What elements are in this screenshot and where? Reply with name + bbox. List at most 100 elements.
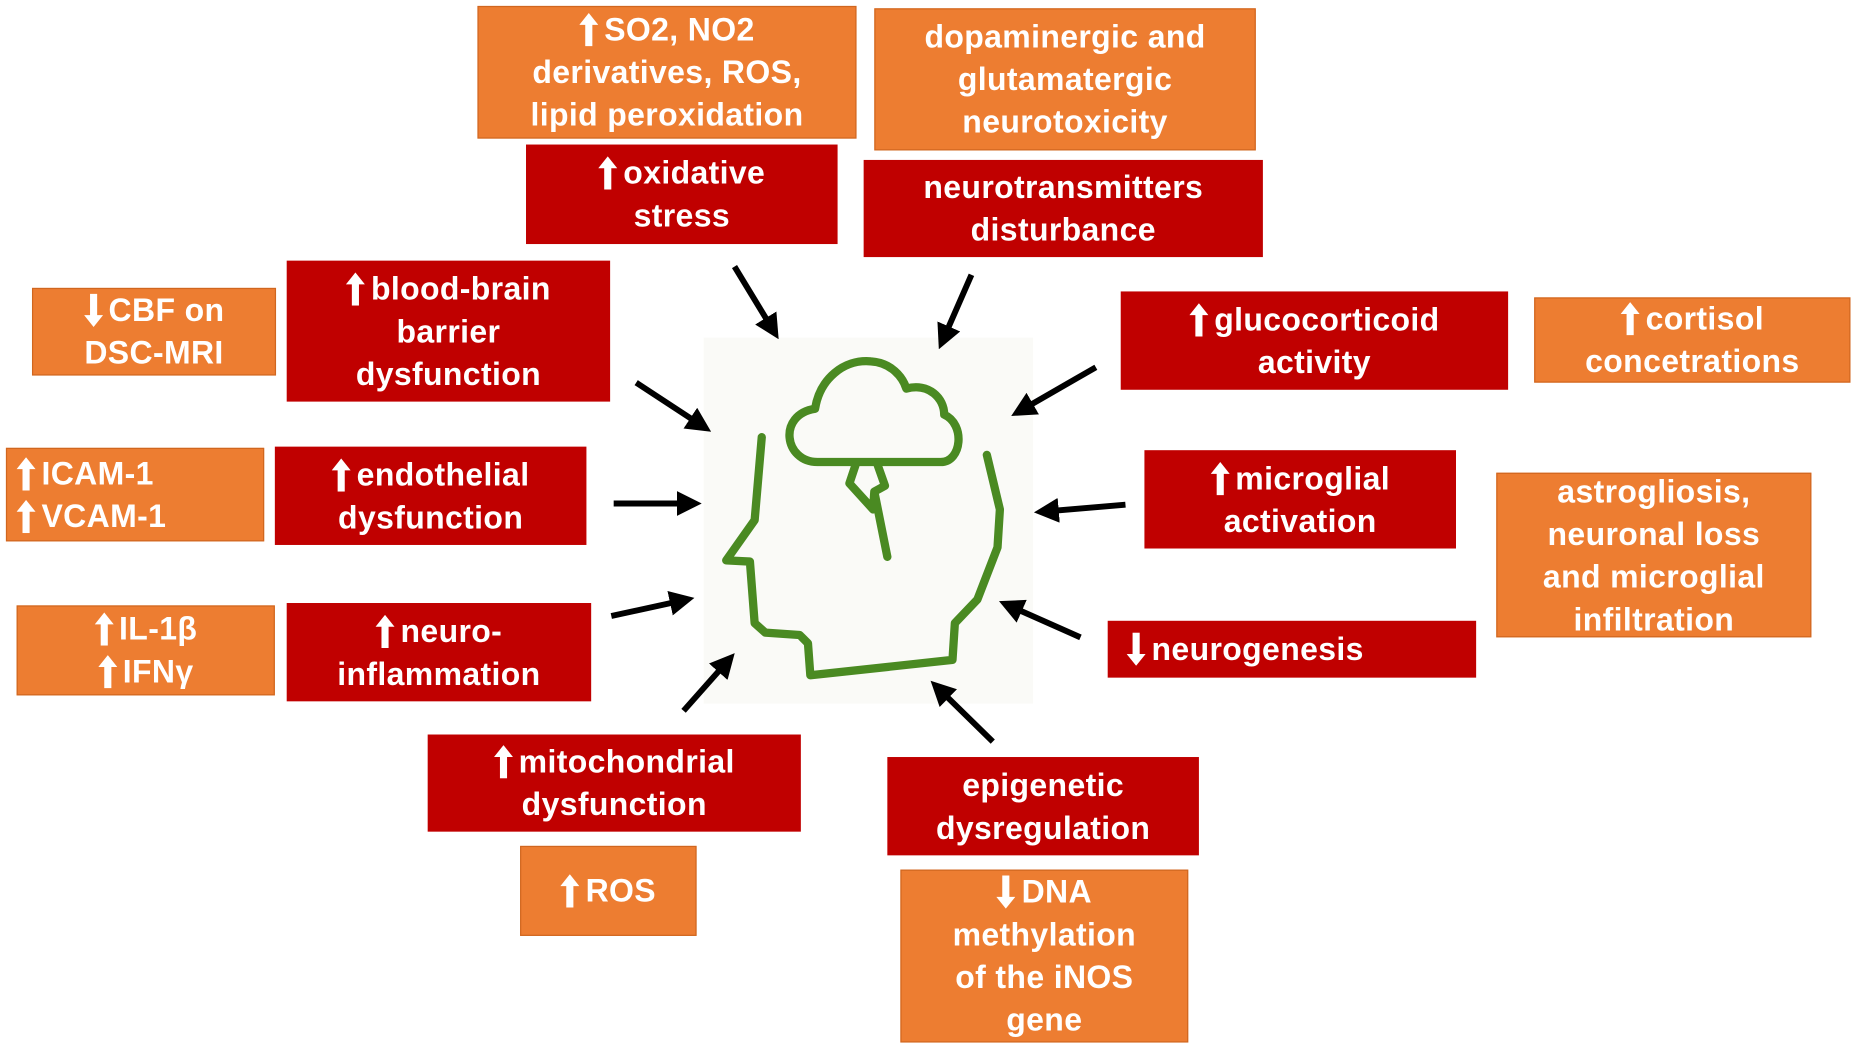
arrow-down-icon <box>1126 632 1146 666</box>
box-line: stress <box>634 194 730 237</box>
arrow-down-icon <box>996 875 1016 909</box>
arrow-up-icon <box>579 13 599 47</box>
arrow-neurotransmitters-to-head <box>937 273 975 350</box>
box-line-text: astrogliosis, <box>1557 473 1751 509</box>
arrow-up-icon <box>16 499 36 533</box>
arrow-up-icon <box>1210 461 1230 495</box>
box-line-text: CBF on <box>108 292 225 329</box>
box-line-text: ROS <box>585 873 656 909</box>
box-line: methylation <box>953 913 1136 956</box>
head-with-storm-cloud-icon <box>722 357 1005 680</box>
box-line: DSC-MRI <box>84 332 223 375</box>
box-line-text: endothelial <box>356 456 530 493</box>
storm-cloud <box>785 357 963 467</box>
box-line: dysfunction <box>338 496 523 539</box>
box-line: glutamatergic <box>958 58 1172 101</box>
lightning-bolt <box>845 461 892 561</box>
box-line-text: of the iNOS <box>955 959 1134 996</box>
box-line: glucocorticoid <box>1189 298 1439 341</box>
box-line: ROS <box>560 870 656 913</box>
box-line-text: concetrations <box>1585 343 1800 380</box>
box-line-text: activity <box>1257 344 1371 380</box>
box-line-text: and microglial <box>1542 558 1765 595</box>
box-line: astrogliosis, <box>1557 470 1750 513</box>
box-line: neuro- <box>375 610 503 653</box>
box-line-text: VCAM-1 <box>41 498 167 534</box>
box-line: neurotoxicity <box>962 101 1167 144</box>
box-line: lipid peroxidation <box>531 94 804 137</box>
box-line: cortisol <box>1620 297 1764 340</box>
box-line-text: microglial <box>1235 460 1390 496</box>
box-line: dysregulation <box>936 806 1150 849</box>
box-line: dysfunction <box>522 783 707 826</box>
arrow-mitochondrial-to-head <box>681 653 735 713</box>
box-line-text: barrier <box>396 313 501 349</box>
box-ros: ROS <box>520 845 697 936</box>
arrow-up-icon <box>97 655 117 689</box>
box-line: IL-1β <box>94 608 197 651</box>
arrow-epigenetic-to-head <box>930 680 995 744</box>
box-line: ICAM-1 <box>16 452 154 495</box>
box-line: dopaminergic and <box>924 15 1205 58</box>
box-line-text: disturbance <box>970 212 1156 248</box>
box-line-text: dysfunction <box>355 356 541 392</box>
box-microglial-activation: microglial activation <box>1144 450 1456 549</box>
box-line: neurotransmitters <box>923 166 1203 209</box>
box-line-text: DNA <box>1021 874 1092 910</box>
box-line-text: lipid peroxidation <box>530 97 804 133</box>
box-line: disturbance <box>971 209 1156 252</box>
box-line: neurogenesis <box>1126 628 1364 671</box>
box-line: and microglial <box>1543 555 1765 598</box>
box-line: DNA <box>996 871 1092 914</box>
box-line-text: neuro- <box>400 613 503 649</box>
box-line-text: epigenetic <box>962 767 1125 803</box>
box-line: gene <box>1006 999 1082 1042</box>
arrow-up-icon <box>94 612 114 646</box>
box-line-text: cortisol <box>1645 300 1764 337</box>
box-line: SO2, NO2 <box>579 8 754 51</box>
box-line-text: derivatives, ROS, <box>532 54 802 91</box>
box-line: VCAM-1 <box>16 495 167 538</box>
box-line-text: neurotransmitters <box>923 169 1204 205</box>
box-line-text: mitochondrial <box>518 743 735 780</box>
arrow-microglial-to-head <box>1033 497 1126 523</box>
arrow-up-icon <box>598 156 618 190</box>
arrow-down-icon <box>83 293 103 327</box>
arrow-glucocorticoid-to-head <box>1011 364 1098 416</box>
box-line: oxidative <box>598 152 765 195</box>
box-line-text: IL-1β <box>119 611 198 647</box>
arrow-up-icon <box>493 745 513 779</box>
arrow-neurogenesis-to-head <box>998 599 1082 641</box>
box-line: epigenetic <box>962 764 1124 807</box>
box-neuroinflammation: neuro-inflammation <box>286 603 592 702</box>
box-line-text: activation <box>1223 502 1377 539</box>
box-line-text: glucocorticoid <box>1214 301 1440 338</box>
arrow-up-icon <box>331 457 351 492</box>
box-endothelial-dysfunction: endothelial dysfunction <box>274 446 587 545</box>
arrow-up-icon <box>560 874 580 908</box>
arrow-oxidative-to-head <box>731 265 779 340</box>
box-line: barrier <box>396 310 500 353</box>
box-line-text: inflammation <box>337 655 541 692</box>
box-line-text: ICAM-1 <box>41 455 154 492</box>
arrow-up-icon <box>16 456 36 490</box>
box-line: CBF on <box>83 289 225 332</box>
box-neurogenesis: neurogenesis <box>1107 620 1477 678</box>
box-line-text: glutamatergic <box>957 61 1173 98</box>
box-line-text: gene <box>1006 1002 1083 1038</box>
box-cortisol-concentrations: cortisol concetrations <box>1534 297 1851 383</box>
box-line-text: dysfunction <box>338 499 524 535</box>
box-line: blood-brain <box>346 267 551 310</box>
box-line-text: infiltration <box>1573 601 1735 637</box>
box-line: of the iNOS <box>955 956 1133 999</box>
